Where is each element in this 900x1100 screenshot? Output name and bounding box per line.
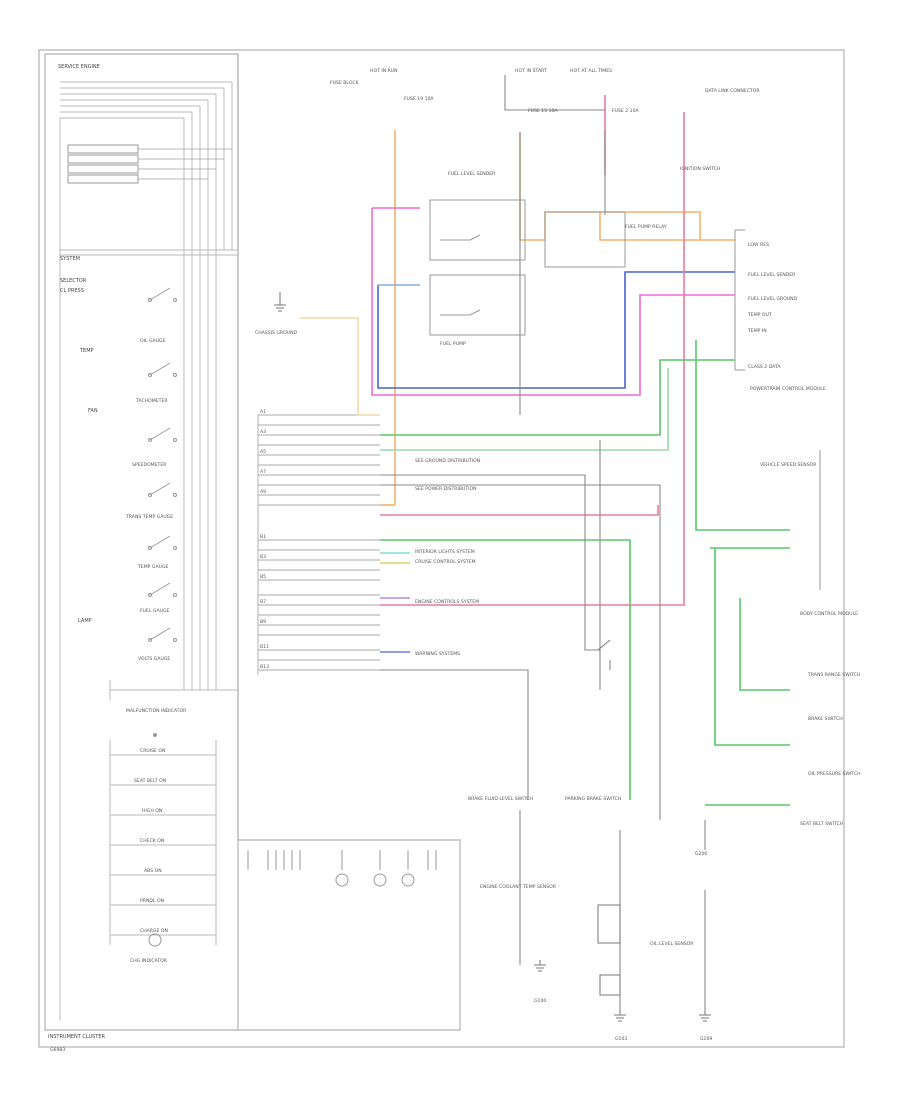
label-fuel-pump: FUEL PUMP	[440, 341, 466, 347]
label-oil-level: OIL LEVEL SENSOR	[650, 941, 694, 947]
top-label-fuse-2: FUSE 2 10A	[612, 108, 640, 114]
pin-b11: B11	[260, 644, 269, 650]
pin-b3: B3	[260, 554, 266, 560]
top-label-fuse-block: FUSE BLOCK	[330, 80, 360, 86]
fuel-level-sender	[429, 199, 626, 336]
indicator-label-check: CHECK ON	[140, 838, 164, 844]
label-pcm: POWERTRAIN CONTROL MODULE	[750, 386, 826, 392]
ref-engine-controls: ENGINE CONTROLS SYSTEM	[415, 599, 479, 605]
instrument-cluster	[44, 53, 461, 1031]
label-chassis-ground: CHASSIS GROUND	[255, 330, 298, 336]
ground-label-g109: G109	[700, 1036, 712, 1042]
bottom-stubs	[247, 850, 437, 887]
label-ect-sensor: ENGINE COOLANT TEMP SENSOR	[480, 884, 557, 890]
pin-a5: A5	[260, 449, 266, 455]
ref-cruise: CRUISE CONTROL SYSTEM	[415, 559, 476, 565]
right-label-bcm: BODY CONTROL MODULE	[800, 611, 858, 617]
cluster-label-fan: FAN	[88, 408, 98, 414]
right-label-brake: BRAKE SWITCH	[808, 716, 843, 722]
indicator-label-charge: CHARGE ON	[140, 928, 168, 934]
indicator-label-mil: MALFUNCTION INDICATOR	[126, 708, 187, 714]
pin-a9: A9	[260, 489, 266, 495]
cluster-label-lamp: LAMP	[78, 618, 92, 624]
right-label-trans-range: TRANS RANGE SWITCH	[807, 672, 860, 678]
footer-label: INSTRUMENT CLUSTER	[48, 1034, 106, 1040]
label-fuel-pump-relay: FUEL PUMP RELAY	[625, 224, 667, 230]
right-label-temp-out: TEMP OUT	[747, 312, 772, 318]
right-label-seatbelt: SEAT BELT SWITCH	[800, 821, 843, 827]
right-label-oil: OIL PRESSURE SWITCH	[808, 771, 861, 777]
gauge-label-tach: TACHOMETER	[135, 398, 168, 404]
cluster-top-label: SERVICE ENGINE	[58, 64, 100, 70]
right-label-low-res: LOW RES	[748, 242, 769, 248]
pin-a7: A7	[260, 469, 266, 475]
indicator-label-prndl: PRNDL ON	[140, 898, 164, 904]
label-ignition-switch: IGNITION SWITCH	[680, 166, 720, 172]
pin-a3: A3	[260, 429, 266, 435]
right-label-vss: VEHICLE SPEED SENSOR	[760, 462, 817, 468]
top-label-hot-all: HOT AT ALL TIMES	[570, 68, 612, 74]
right-label-fuel-sender: FUEL LEVEL SENDER	[748, 272, 796, 278]
pin-b5: B5	[260, 574, 266, 580]
pin-b1: B1	[260, 534, 266, 540]
ref-ground-dist: SEE GROUND DISTRIBUTION	[415, 458, 480, 464]
top-label-fuse-19: FUSE 19 10A	[404, 96, 434, 102]
label-dlc: DATA LINK CONNECTOR	[705, 88, 760, 94]
figure-code: G6983	[50, 1047, 65, 1053]
indicator-label-chg: CHG INDICATOR	[130, 958, 168, 964]
diagram-labels: SERVICE ENGINE SYSTEM SELECTOR CL PRESS …	[48, 64, 861, 1053]
top-label-hot-run: HOT IN RUN	[370, 68, 398, 74]
gauge-label-speedo: SPEEDOMETER	[132, 462, 167, 468]
ref-power-dist: SEE POWER DISTRIBUTION	[415, 486, 477, 492]
gauge-label-temp: TEMP GAUGE	[137, 564, 169, 570]
cluster-label-selector: SELECTOR	[60, 278, 87, 284]
gauge-label-volts: VOLTS GAUGE	[138, 656, 170, 662]
ground-symbols	[274, 292, 711, 1022]
ground-label-g100: G100	[534, 998, 546, 1004]
indicator-label-high: HIGH ON	[142, 808, 162, 814]
pin-b9: B9	[260, 619, 266, 625]
pcm-connector	[734, 229, 821, 590]
pin-b7: B7	[260, 599, 266, 605]
indicator-label-abs: ABS ON	[144, 868, 162, 874]
ground-label-g200: G200	[695, 851, 707, 857]
gauge-label-trans-temp: TRANS TEMP GAUGE	[125, 514, 173, 520]
signal-wires	[300, 95, 790, 806]
ref-warning: WARNING SYSTEMS	[415, 651, 460, 657]
label-fuel-level-sender: FUEL LEVEL SENDER	[448, 171, 496, 177]
pin-a1: A1	[260, 409, 266, 415]
cluster-label-temp: TEMP	[79, 348, 94, 354]
label-parking-brake: PARKING BRAKE SWITCH	[565, 796, 621, 802]
ground-wires	[380, 75, 706, 1010]
cluster-label-cl-press: CL PRESS	[60, 288, 84, 294]
diagram-frame	[38, 49, 845, 1048]
pin-connector	[257, 414, 380, 675]
right-label-fuel-ground: FUEL LEVEL GROUND	[748, 296, 798, 302]
top-label-fuse-15: FUSE 15 10A	[528, 108, 558, 114]
indicator-label-seatbelt: SEAT BELT ON	[134, 778, 166, 784]
right-label-temp-in: TEMP IN	[747, 328, 767, 334]
ref-interior-lights: INTERIOR LIGHTS SYSTEM	[415, 549, 475, 555]
ground-label-g103: G103	[615, 1036, 627, 1042]
top-label-hot-start: HOT IN START	[515, 68, 547, 74]
gauge-label-fuel: FUEL GAUGE	[140, 608, 170, 614]
pin-b13: B13	[260, 664, 269, 670]
cluster-label-system: SYSTEM	[60, 256, 80, 262]
indicator-label-cruise: CRUISE ON	[140, 748, 165, 754]
label-brake-fluid: BRAKE FLUID LEVEL SWITCH	[468, 796, 533, 802]
right-label-class2: CLASS 2 DATA	[748, 364, 781, 370]
gauge-label-oil: OIL GAUGE	[140, 338, 166, 344]
cluster-display-block	[67, 144, 232, 184]
